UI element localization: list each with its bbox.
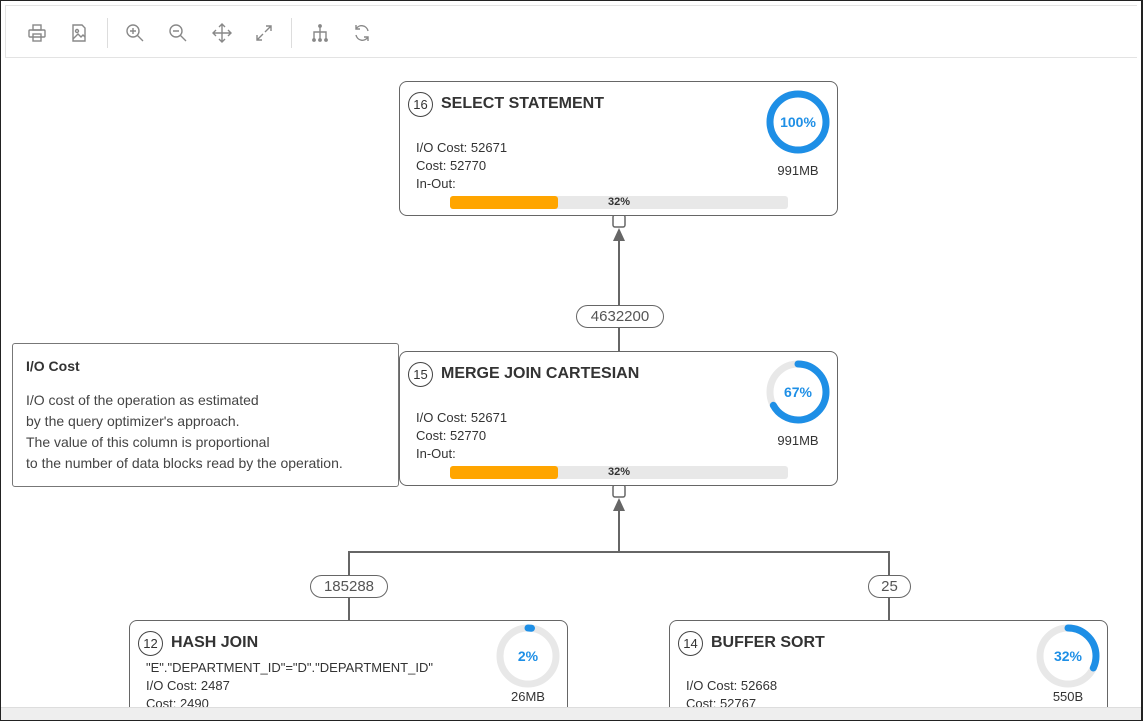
connector-port — [612, 484, 626, 498]
in-out: In-Out: — [416, 446, 456, 461]
refresh-icon — [355, 25, 369, 41]
tooltip-line: The value of this column is proportional — [26, 434, 270, 450]
cost-percent: 2% — [517, 648, 539, 664]
in-out: In-Out: — [416, 176, 456, 191]
cost-ring — [766, 360, 830, 424]
zoom-in-button[interactable] — [123, 21, 147, 45]
print-button[interactable] — [25, 21, 49, 45]
fit-to-screen-button[interactable] — [252, 21, 276, 45]
node-title: BUFFER SORT — [711, 634, 825, 651]
io-cost[interactable]: I/O Cost: 52668 — [686, 678, 778, 693]
arrow-icon — [613, 228, 625, 241]
fit-to-screen-icon — [256, 25, 272, 41]
node-id-badge: 14 — [678, 631, 703, 656]
io-cost[interactable]: I/O Cost: 2487 — [146, 678, 230, 693]
io-cost[interactable]: I/O Cost: 52671 — [416, 410, 508, 425]
io-cost[interactable]: I/O Cost: 52671 — [416, 140, 508, 155]
in-out-bar-label: 32% — [607, 196, 631, 208]
node-title: HASH JOIN — [171, 634, 259, 651]
plan-node-hash-join[interactable]: 12 HASH JOIN "E"."DEPARTMENT_ID"="D"."DE… — [129, 620, 568, 720]
node-id-badge: 12 — [138, 631, 163, 656]
refresh-button[interactable] — [350, 21, 374, 45]
pan-icon — [212, 23, 232, 43]
cost: Cost: 52770 — [416, 428, 487, 443]
node-title: SELECT STATEMENT — [441, 95, 604, 112]
node-title: MERGE JOIN CARTESIAN — [441, 365, 640, 382]
plan-node-select-statement[interactable]: 16 SELECT STATEMENT I/O Cost: 52671 Cost… — [399, 81, 838, 216]
node-id-badge: 15 — [408, 362, 433, 387]
edge-label-rows: 4632200 — [576, 305, 664, 328]
export-image-button[interactable] — [67, 21, 91, 45]
in-out-bar: 32% — [450, 196, 788, 209]
predicate: "E"."DEPARTMENT_ID"="D"."DEPARTMENT_ID" — [146, 660, 433, 675]
layout-tree-icon — [312, 24, 328, 42]
horizontal-scrollbar[interactable] — [1, 707, 1141, 720]
zoom-out-icon — [169, 24, 187, 42]
tooltip-title: I/O Cost — [26, 358, 80, 374]
zoom-out-button[interactable] — [166, 21, 190, 45]
cost-percent: 67% — [783, 384, 813, 400]
node-size: 26MB — [511, 689, 545, 704]
cost: Cost: 52770 — [416, 158, 487, 173]
cost-percent: 100% — [780, 114, 816, 130]
in-out-bar: 32% — [450, 466, 788, 479]
tooltip-line: to the number of data blocks read by the… — [26, 455, 343, 471]
toolbar-divider — [107, 18, 108, 48]
in-out-bar-label: 32% — [607, 466, 631, 478]
tree-layout-button[interactable] — [308, 21, 332, 45]
export-image-icon — [72, 24, 86, 42]
edge-label-rows: 25 — [868, 575, 911, 598]
arrow-icon — [613, 498, 625, 511]
in-out-bar-fill — [450, 196, 559, 209]
node-size: 550B — [1052, 689, 1084, 704]
cost-ring — [766, 90, 830, 154]
edge-line — [348, 551, 890, 620]
cost-ring — [1036, 624, 1100, 688]
plan-node-merge-join-cartesian[interactable]: 15 MERGE JOIN CARTESIAN I/O Cost: 52671 … — [399, 351, 838, 486]
toolbar — [5, 5, 1137, 58]
node-size: 991MB — [777, 163, 819, 178]
pan-button[interactable] — [210, 21, 234, 45]
node-size: 991MB — [777, 433, 819, 448]
in-out-bar-fill — [450, 466, 559, 479]
tooltip: I/O Cost I/O cost of the operation as es… — [12, 343, 399, 487]
tooltip-line: I/O cost of the operation as estimated — [26, 392, 259, 408]
toolbar-divider — [291, 18, 292, 48]
cost-ring — [496, 624, 560, 688]
cost-percent: 32% — [1053, 648, 1083, 664]
plan-node-buffer-sort[interactable]: 14 BUFFER SORT I/O Cost: 52668 Cost: 527… — [669, 620, 1108, 720]
edge-label-rows: 185288 — [310, 575, 388, 598]
zoom-in-icon — [126, 24, 144, 42]
node-id-badge: 16 — [408, 92, 433, 117]
tooltip-line: by the query optimizer's approach. — [26, 413, 240, 429]
plan-canvas[interactable]: 4632200 185288 25 16 SELECT STATEMENT I/… — [1, 59, 1141, 720]
print-icon — [28, 24, 46, 42]
connector-port — [612, 214, 626, 228]
